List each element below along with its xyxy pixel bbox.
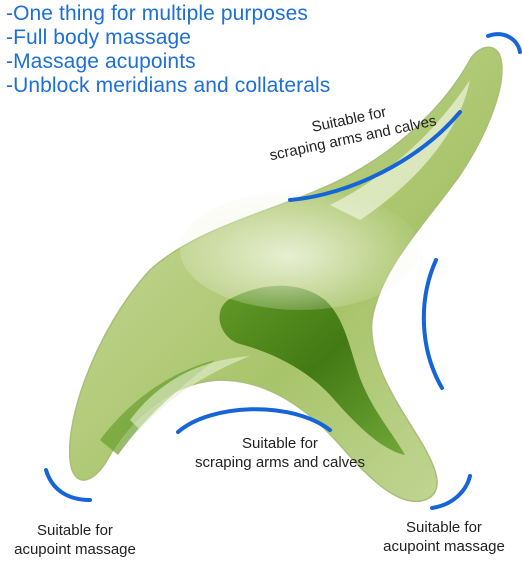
arc-middle <box>176 407 332 434</box>
arc-bottom-right <box>430 474 472 510</box>
label-line: Suitable for <box>37 522 113 539</box>
feature-list: -One thing for multiple purposes -Full b… <box>6 2 330 98</box>
feature-item: -One thing for multiple purposes <box>6 2 309 25</box>
jade-highlight-streak <box>330 80 470 220</box>
label-line: Suitable for <box>406 519 482 536</box>
label-line: acupoint massage <box>383 538 505 555</box>
label-bottom-left: Suitable for acupoint massage <box>0 521 150 559</box>
jade-dark-vein <box>219 285 405 455</box>
feature-item: -Full body massage <box>6 26 192 49</box>
label-line: scraping arms and calves <box>194 454 366 471</box>
arc-top-label <box>288 110 462 202</box>
label-middle: Suitable for scraping arms and calves <box>180 434 380 472</box>
label-bottom-right: Suitable for acupoint massage <box>366 518 522 556</box>
feature-item: -Massage acupoints <box>6 50 196 73</box>
arc-bottom-left <box>44 468 92 502</box>
arc-top-right <box>486 32 522 54</box>
jade-highlight-lower <box>130 356 250 430</box>
label-line: acupoint massage <box>14 541 136 558</box>
jade-highlight <box>180 190 420 310</box>
arc-right-side <box>421 258 444 390</box>
label-line: Suitable for <box>242 435 318 452</box>
feature-item: -Unblock meridians and collaterals <box>6 74 331 97</box>
